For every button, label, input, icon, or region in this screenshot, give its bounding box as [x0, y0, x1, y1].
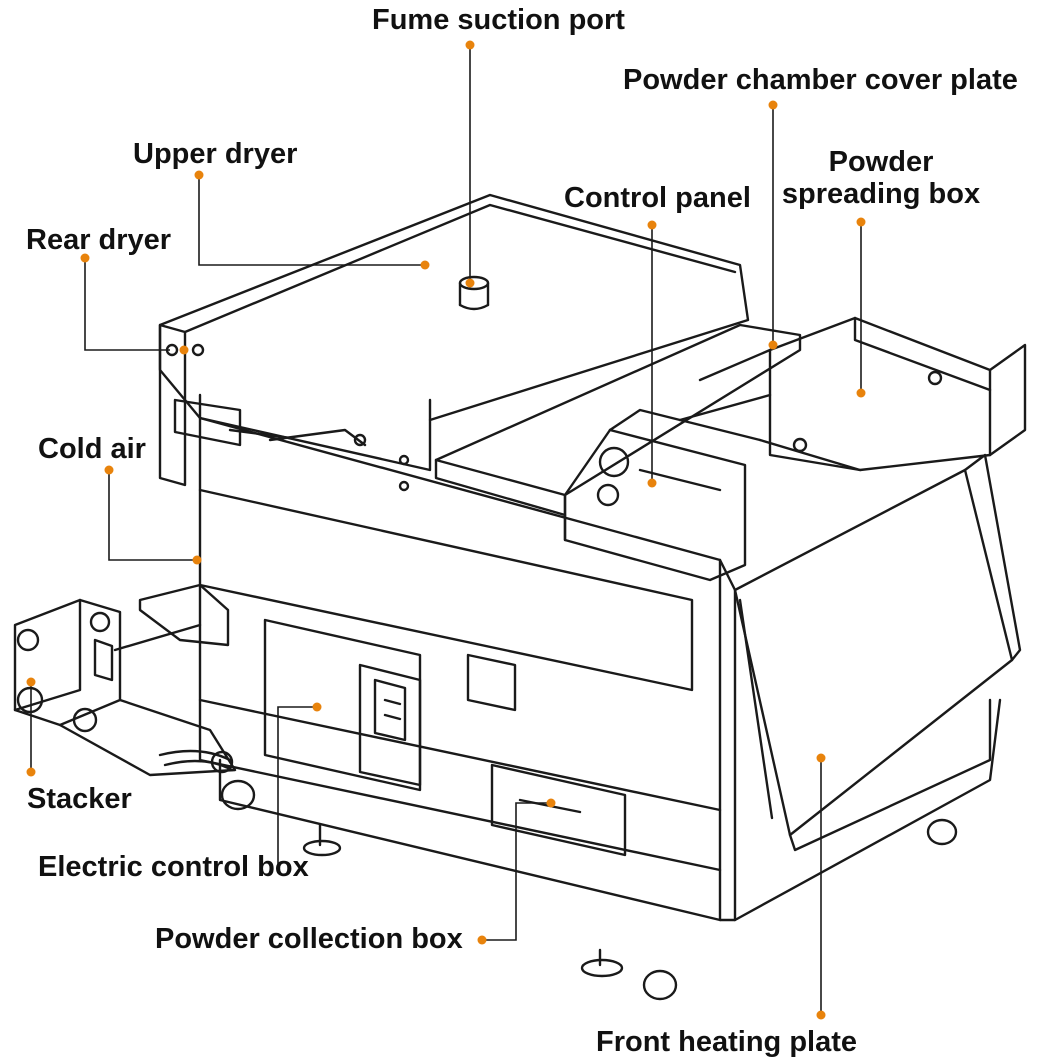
label-fume-suction-port: Fume suction port	[372, 4, 625, 36]
label-powder-spreading-box: Powder spreading box	[776, 146, 986, 210]
powder-chamber-cover	[434, 323, 802, 497]
label-powder-collection-box: Powder collection box	[155, 923, 463, 955]
leader-cold-air	[108, 470, 197, 561]
fume-suction-port-shape	[458, 275, 490, 311]
leader-powder-collection-box	[482, 802, 551, 941]
upper-front-band	[198, 488, 694, 692]
label-rear-dryer: Rear dryer	[26, 224, 172, 256]
label-control-panel: Control panel	[564, 182, 751, 214]
label-powder-spreading-box-line2: spreading box	[781, 178, 981, 210]
leader-lines	[30, 45, 862, 1015]
machine-illustration	[13, 193, 1027, 1001]
stacker-shape	[13, 583, 237, 777]
casters	[220, 779, 958, 1001]
label-powder-chamber-cover-plate: Powder chamber cover plate	[623, 64, 1018, 96]
upper-dryer-top	[158, 193, 750, 472]
front-heating-plate	[733, 468, 1014, 837]
leader-dots	[26, 40, 866, 1020]
label-front-heating-plate: Front heating plate	[596, 1026, 857, 1058]
label-upper-dryer: Upper dryer	[133, 138, 298, 170]
leader-electric-control-box	[277, 706, 317, 873]
rear-dryer-panel	[158, 323, 187, 487]
label-electric-control-box: Electric control box	[38, 851, 309, 883]
label-powder-spreading-box-line1: Powder	[828, 146, 934, 178]
control-panel-box	[563, 428, 747, 582]
leader-rear-dryer	[84, 258, 170, 351]
powder-collection-box	[490, 763, 627, 857]
label-stacker: Stacker	[27, 783, 132, 815]
electric-control-box-panel	[263, 618, 422, 792]
powder-spreading-box	[768, 316, 992, 472]
leader-upper-dryer	[198, 175, 425, 266]
label-cold-air: Cold air	[38, 433, 146, 465]
cabinet-base	[218, 758, 722, 922]
